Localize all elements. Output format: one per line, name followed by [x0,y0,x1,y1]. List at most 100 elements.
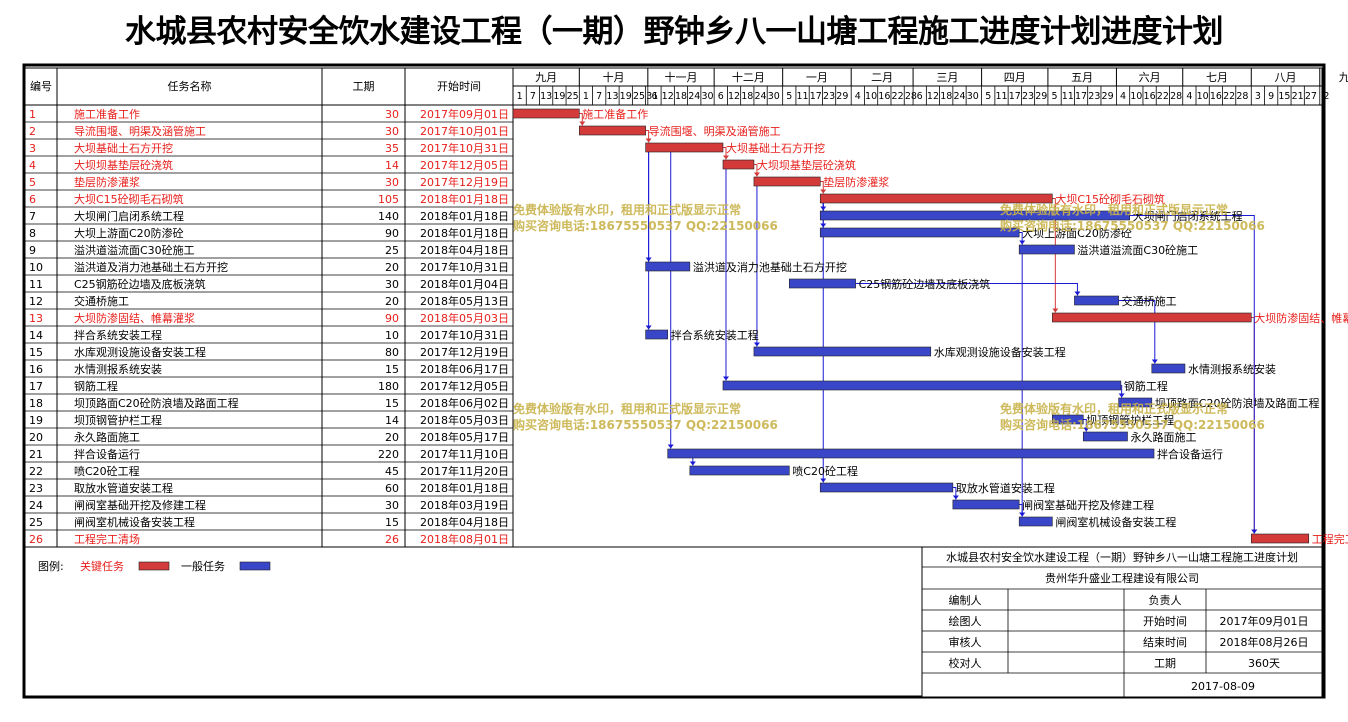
page-title: 水城县农村安全饮水建设工程（一期）野钟乡八一山塘工程施工进度计划进度计划 [125,14,1224,50]
day-label: 13 [540,91,552,102]
month-label: 九月 [535,71,557,84]
day-label: 18 [940,91,952,102]
link-arrow [1083,427,1090,432]
day-label: 28 [905,91,917,102]
task-bar [645,142,724,153]
task-duration: 90 [385,312,399,325]
task-bar [753,176,821,187]
day-label: 25 [633,91,645,102]
info-cell: 2018年08月26日 [1220,635,1309,649]
task-bar [645,329,669,340]
link-arrow [820,189,827,194]
day-label: 12 [662,91,674,102]
day-label: 24 [953,91,965,102]
task-duration: 220 [378,448,399,461]
task-name: 水库观测设施设备安装工程 [74,345,206,359]
task-id: 20 [29,431,43,444]
task-duration: 30 [385,108,399,121]
task-bar [667,448,1155,459]
task-name: 大坝C15砼砌毛石砌筑 [74,192,184,206]
watermark-text: 免费体验版有水印，租用和正式版显示正常 [1000,202,1228,217]
day-label: 6 [917,91,923,102]
task-id: 24 [29,499,43,512]
task-duration: 15 [385,397,399,410]
task-duration: 60 [385,482,399,495]
task-id: 3 [29,142,36,155]
task-duration: 30 [385,278,399,291]
day-label: 22 [1157,91,1169,102]
task-bar [1118,397,1153,408]
day-label: 11 [1062,91,1074,102]
day-label: 4 [855,91,861,102]
info-cell: 结束时间 [1143,636,1187,649]
task-start: 2018年05月13日 [420,294,509,308]
day-label: 4 [1120,91,1126,102]
info-frame [921,546,1323,698]
task-duration: 14 [385,414,399,427]
task-start: 2017年10月31日 [420,260,509,274]
legend-normal-label: 一般任务 [181,560,225,573]
task-start: 2018年01月18日 [420,192,509,206]
task-start: 2018年05月03日 [420,311,509,325]
task-duration: 14 [385,159,399,172]
task-duration: 180 [378,380,399,393]
task-start: 2018年01月18日 [420,226,509,240]
task-name: 工程完工清场 [74,532,140,546]
link-arrow [1118,393,1125,398]
task-name: 坝顶路面C20砼防浪墙及路面工程 [74,396,239,410]
info-cell: 360天 [1248,657,1280,670]
bar-label: C25钢筋砼边墙及底板浇筑 [859,277,991,291]
task-start: 2017年12月19日 [420,345,509,359]
task-duration: 20 [385,261,399,274]
bar-label: 拌合设备运行 [1157,447,1223,461]
month-label: 十二月 [732,70,765,84]
day-label: 18 [741,91,753,102]
task-start: 2017年10月31日 [420,328,509,342]
legend-label: 图例: [38,559,64,573]
task-name: 大坝坝基垫层砼浇筑 [74,158,173,172]
month-label: 四月 [1004,71,1026,84]
task-duration: 45 [385,465,399,478]
task-start: 2018年05月03日 [420,413,509,427]
task-start: 2018年05月17日 [420,430,509,444]
task-name: 大坝上游面C20防渗砼 [74,226,184,240]
task-name: C25钢筋砼边墙及底板浇筑 [74,277,206,291]
day-label: 28 [1236,91,1248,102]
task-bar [579,125,646,136]
task-duration: 80 [385,346,399,359]
day-label: 24 [755,91,767,102]
day-label: 23 [1088,91,1100,102]
task-duration: 30 [385,176,399,189]
day-label: 2 [1323,91,1329,102]
task-start: 2017年09月01日 [420,107,509,121]
header-duration: 工期 [353,80,375,93]
task-bar [1250,533,1310,544]
bar-label: 垫层防渗灌浆 [823,175,889,189]
link-arrow [1151,359,1158,364]
link-arrow [753,342,760,347]
task-name: 大坝防渗固结、帷幕灌浆 [74,311,195,325]
day-label: 1 [517,91,523,102]
link-arrow [689,461,696,466]
bar-label: 交通桥施工 [1122,294,1177,308]
day-label: 1 [583,91,589,102]
link-arrow [952,495,959,500]
task-bar [753,346,932,357]
task-id: 25 [29,516,43,529]
day-label: 29 [836,91,848,102]
bar-label: 导流围堰、明渠及涵管施工 [649,124,781,138]
day-label: 22 [1223,91,1235,102]
task-duration: 26 [385,533,399,546]
dependency-link [1052,198,1056,313]
task-duration: 105 [378,193,399,206]
day-label: 21 [1292,91,1304,102]
info-cell: 工期 [1154,657,1176,670]
day-label: 31 [646,91,658,102]
bar-label: 施工准备工作 [582,107,648,121]
task-duration: 30 [385,125,399,138]
month-label: 五月 [1071,71,1093,84]
task-bar [512,108,580,119]
day-label: 23 [1022,91,1034,102]
day-label: 17 [1009,91,1021,102]
